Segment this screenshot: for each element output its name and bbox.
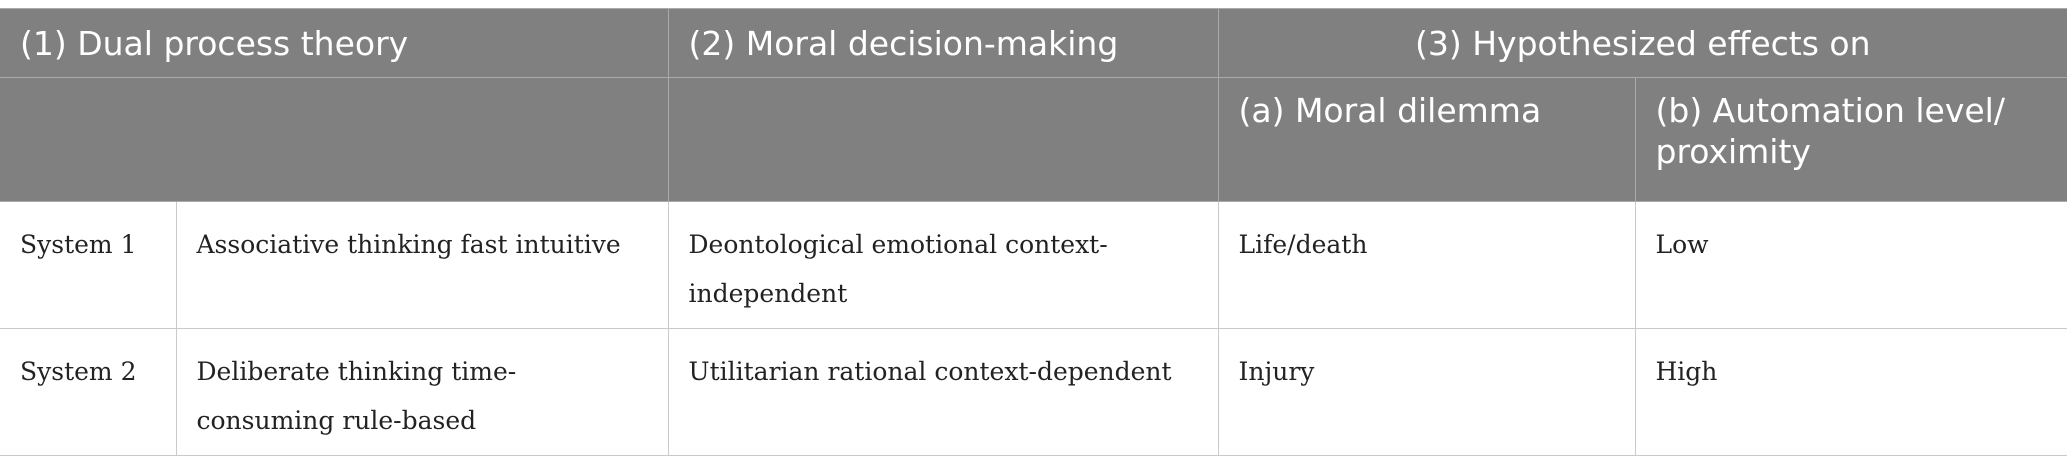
header-automation-level: (b) Automation level/ proximity (1634, 77, 2067, 202)
header-row-1: (1) Dual process theory (2) Moral decisi… (0, 8, 2067, 78)
cell-thinking: Deliberate thinking time-consuming rule-… (175, 328, 669, 456)
header-moral-dilemma: (a) Moral dilemma (1217, 77, 1636, 202)
cell-automation: High (1634, 328, 2067, 456)
header-moral-decision-making: (2) Moral decision-making (667, 8, 1219, 78)
table-row: System 1 Associative thinking fast intui… (0, 201, 2067, 329)
dual-process-table: (1) Dual process theory (2) Moral decisi… (0, 8, 2067, 456)
header-row-2: (a) Moral dilemma (b) Automation level/ … (0, 77, 2067, 202)
cell-system: System 2 (0, 328, 177, 456)
header-hypothesized-effects: (3) Hypothesized effects on (1217, 8, 2067, 78)
cell-dilemma: Life/death (1217, 201, 1636, 329)
dual-process-table-container: (1) Dual process theory (2) Moral decisi… (0, 8, 2067, 456)
table-header: (1) Dual process theory (2) Moral decisi… (0, 8, 2067, 202)
cell-thinking: Associative thinking fast intuitive (175, 201, 669, 329)
cell-system: System 1 (0, 201, 177, 329)
cell-moral: Deontological emotional context-independ… (667, 201, 1219, 329)
cell-dilemma: Injury (1217, 328, 1636, 456)
table-body: System 1 Associative thinking fast intui… (0, 201, 2067, 456)
header-blank-2 (667, 77, 1219, 202)
header-blank-1 (0, 77, 669, 202)
table-row: System 2 Deliberate thinking time-consum… (0, 328, 2067, 456)
cell-moral: Utilitarian rational context-dependent (667, 328, 1219, 456)
cell-automation: Low (1634, 201, 2067, 329)
header-dual-process-theory: (1) Dual process theory (0, 8, 669, 78)
